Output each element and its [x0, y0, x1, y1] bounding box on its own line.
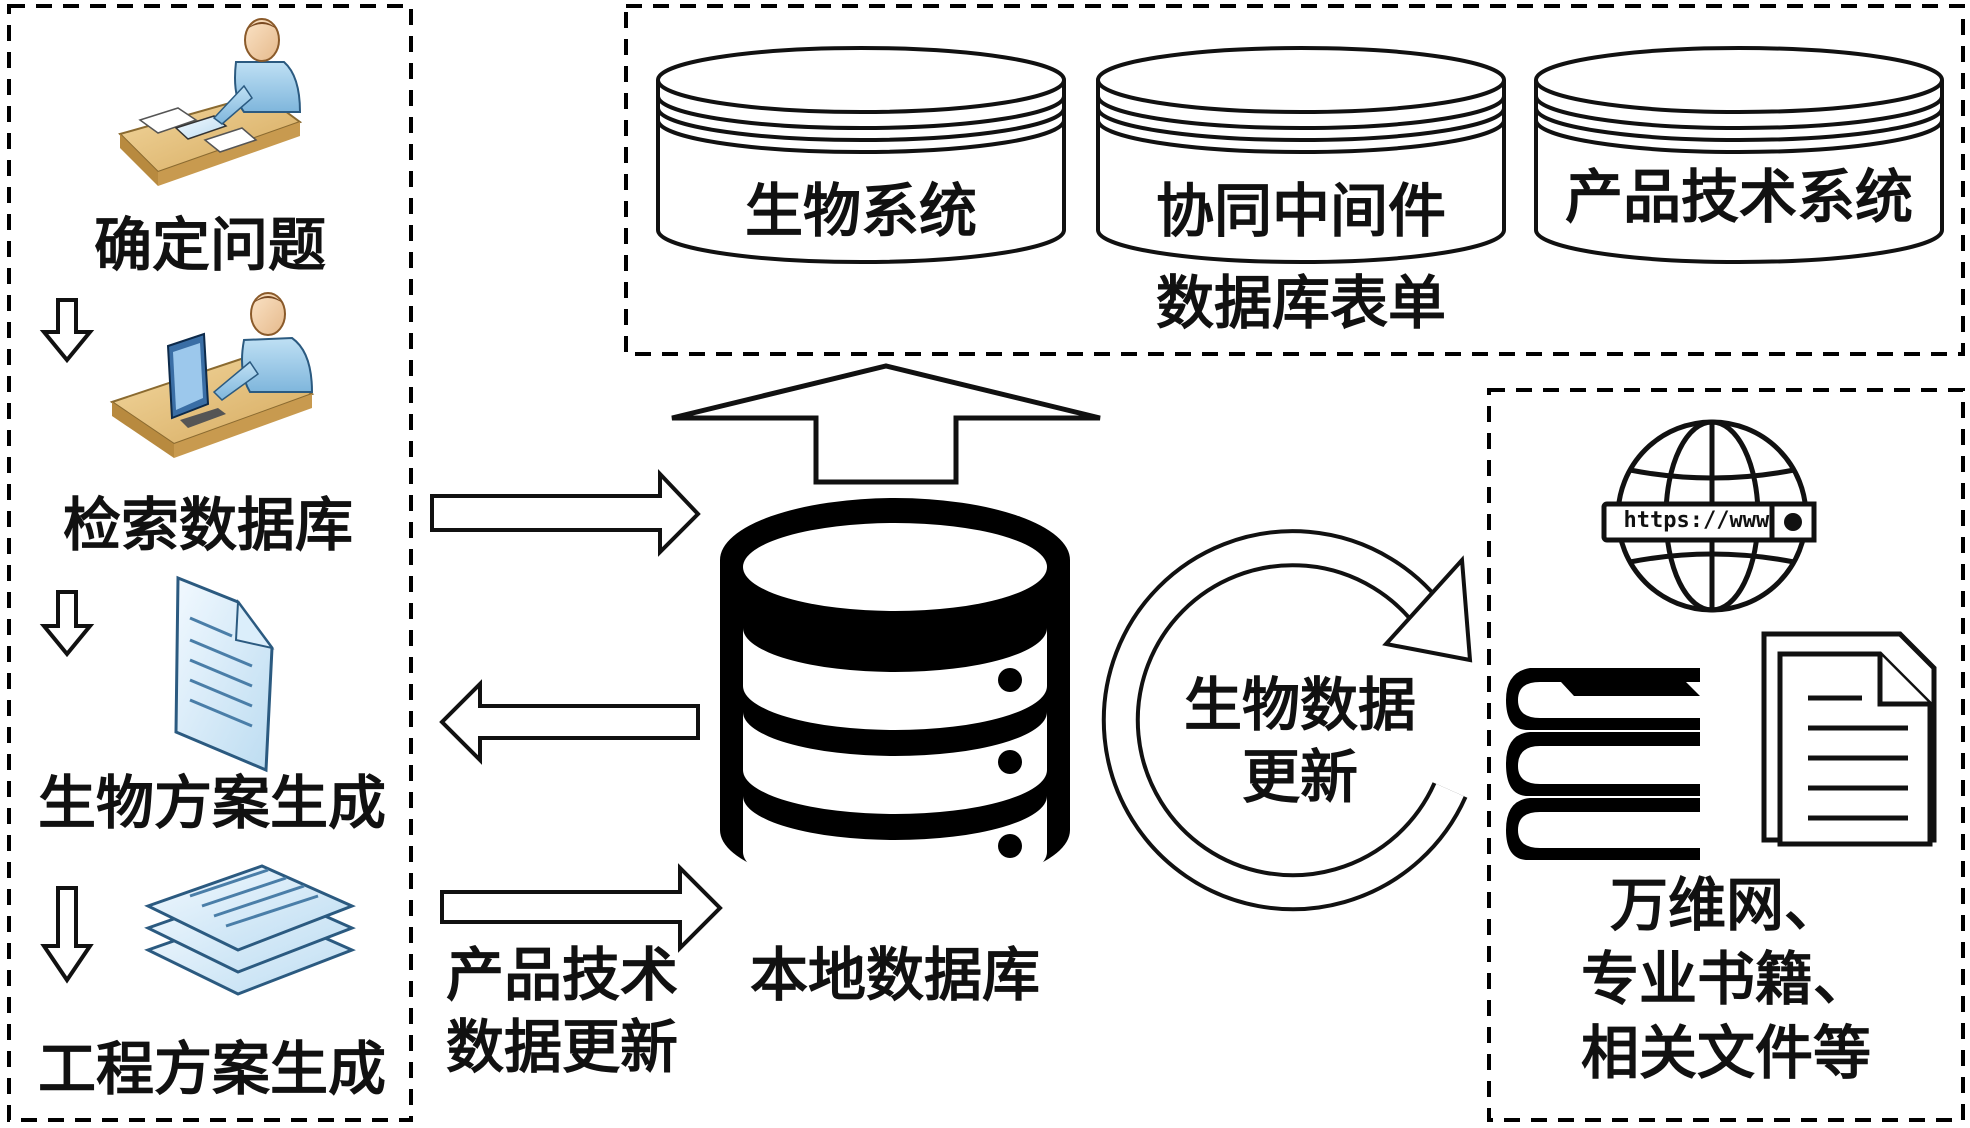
- down-arrow-icon: [39, 298, 95, 364]
- right-arrow-to-database: [430, 468, 701, 557]
- forms-caption: 数据库表单: [1155, 269, 1447, 337]
- sources-panel: [1487, 388, 1965, 1122]
- document-page-icon: [174, 575, 275, 773]
- left-arrow-from-database: [439, 679, 700, 765]
- books-stack-icon: [1506, 668, 1700, 860]
- stacked-documents-icon: [144, 864, 356, 996]
- table-label-bio-system: 生物系统: [744, 177, 978, 245]
- person-reading-documents-icon: [118, 18, 303, 186]
- form-table-disk: [656, 46, 1066, 264]
- refresh-cycle-icon: [1101, 529, 1473, 912]
- sources-line3: 相关文件等: [1580, 1019, 1872, 1087]
- product-update-line1: 产品技术: [445, 941, 679, 1009]
- bio-update-line1: 生物数据: [1183, 671, 1417, 739]
- step-label-search-database: 检索数据库: [62, 491, 354, 559]
- person-at-computer-icon: [109, 292, 315, 458]
- url-text: https://www: [1623, 508, 1770, 533]
- table-label-product-tech: 产品技术系统: [1564, 163, 1914, 231]
- flower-icon: [1784, 513, 1802, 531]
- local-database-label: 本地数据库: [749, 941, 1041, 1009]
- down-arrow-icon: [40, 886, 94, 984]
- right-arrow-product-update: [440, 863, 723, 953]
- steps-panel: [7, 4, 413, 1122]
- table-label-middleware: 协同中间件: [1155, 177, 1447, 245]
- sources-line2: 专业书籍、: [1580, 945, 1872, 1013]
- up-arrow-to-forms: [671, 363, 1101, 485]
- bio-update-line2: 更新: [1241, 743, 1359, 811]
- local-database-icon: [720, 498, 1070, 896]
- documents-icon: [1761, 631, 1937, 847]
- url-bar: [1601, 501, 1817, 543]
- form-table-disk: [1534, 46, 1944, 264]
- step-label-engineering-scheme: 工程方案生成: [37, 1035, 387, 1103]
- step-label-define-problem: 确定问题: [93, 211, 327, 279]
- form-table-disk: [1096, 46, 1506, 264]
- step-label-bio-scheme: 生物方案生成: [37, 769, 387, 837]
- sources-line1: 万维网、: [1609, 871, 1843, 939]
- product-update-line2: 数据更新: [445, 1013, 679, 1081]
- down-arrow-icon: [39, 590, 95, 658]
- forms-panel: [624, 4, 1965, 356]
